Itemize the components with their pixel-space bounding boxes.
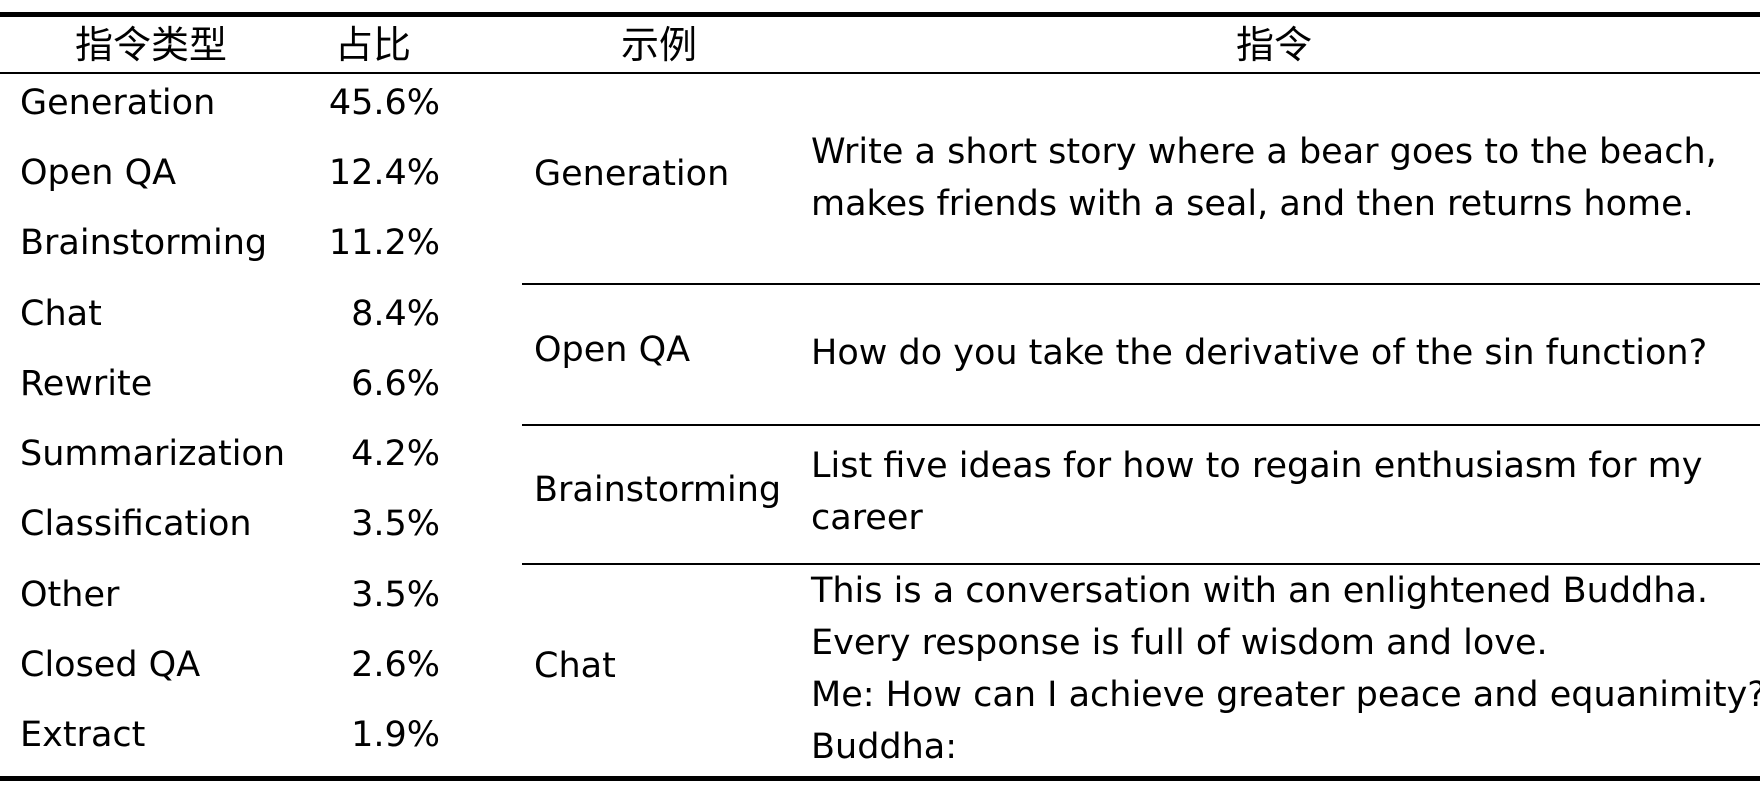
row-separator	[522, 424, 1760, 426]
dist-type: Generation	[20, 83, 216, 123]
dist-type: Extract	[20, 715, 146, 755]
dist-type: Brainstorming	[20, 223, 268, 263]
dist-pct: 12.4%	[328, 153, 440, 193]
dist-type: Summarization	[20, 434, 286, 474]
header-type: 指令类型	[75, 23, 228, 67]
example-instruction: List five ideas for how to regain enthus…	[811, 440, 1702, 544]
header-rule	[0, 72, 1760, 74]
example-instruction: Write a short story where a bear goes to…	[811, 126, 1717, 230]
dist-pct: 6.6%	[351, 364, 440, 404]
instruction-line: How do you take the derivative of the si…	[811, 333, 1708, 373]
instruction-line: This is a conversation with an enlighten…	[811, 571, 1709, 611]
dist-pct: 45.6%	[328, 83, 440, 123]
dist-pct: 8.4%	[351, 294, 440, 334]
instruction-line: List five ideas for how to regain enthus…	[811, 446, 1703, 486]
instruction-line: Buddha:	[811, 727, 958, 767]
table-top-rule	[0, 12, 1760, 17]
instruction-line: Every response is full of wisdom and lov…	[811, 623, 1548, 663]
instruction-line: career	[811, 498, 923, 538]
example-instruction: How do you take the derivative of the si…	[811, 327, 1707, 379]
header-example: 示例	[621, 23, 698, 67]
example-type: Open QA	[534, 330, 691, 370]
example-type: Chat	[534, 646, 616, 686]
row-separator	[522, 563, 1760, 565]
dist-pct: 3.5%	[351, 504, 440, 544]
example-instruction: This is a conversation with an enlighten…	[811, 565, 1760, 773]
instruction-line: Write a short story where a bear goes to…	[811, 132, 1717, 172]
instruction-line: makes friends with a seal, and then retu…	[811, 184, 1694, 224]
row-separator	[522, 283, 1760, 285]
example-type: Generation	[534, 154, 730, 194]
dist-pct: 3.5%	[351, 575, 440, 615]
dist-type: Classification	[20, 504, 252, 544]
table-bottom-rule	[0, 776, 1760, 781]
dist-type: Closed QA	[20, 645, 201, 685]
example-type: Brainstorming	[534, 470, 782, 510]
dist-pct: 11.2%	[328, 223, 440, 263]
header-pct: 占比	[335, 23, 412, 67]
dist-type: Rewrite	[20, 364, 153, 404]
dist-pct: 4.2%	[351, 434, 440, 474]
instruction-line: Me: How can I achieve greater peace and …	[811, 675, 1760, 715]
dist-type: Chat	[20, 294, 102, 334]
dist-pct: 1.9%	[351, 715, 440, 755]
dist-type: Other	[20, 575, 120, 615]
header-instruction: 指令	[1236, 23, 1313, 67]
dist-pct: 2.6%	[351, 645, 440, 685]
dist-type: Open QA	[20, 153, 177, 193]
